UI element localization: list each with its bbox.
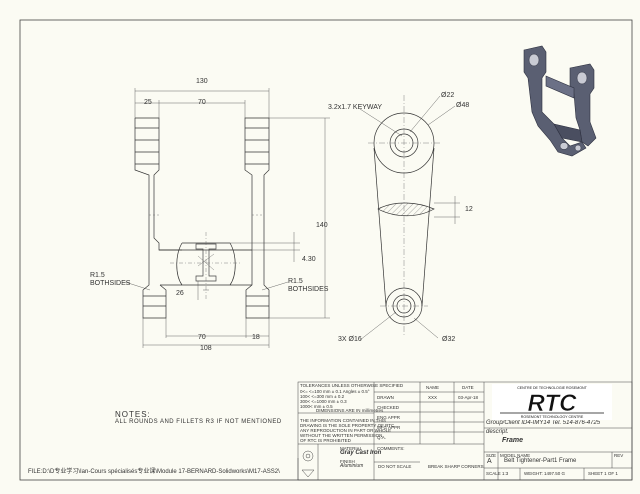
rtc-logo-top: CENTRE DE TECHNOLOGIE ROSEMONT [517,386,587,390]
front-view [134,117,270,319]
dwg-label: MODEL NAME [500,453,531,458]
proprietary-3: ANY REPRODUCTION IN PART OR WHOLE [300,428,392,433]
mfg-appr-label: MFG APPR [377,425,401,430]
rtc-logo-bottom: ROSEMONT TECHNOLOGY CENTRE [521,415,584,419]
material-icon [301,450,315,478]
tolerances-title: TOLERANCES UNLESS OTHERWISE SPECIFIED [300,383,404,388]
notes-title: NOTES: [115,410,151,419]
holes-label: 3X Ø16 [338,336,362,343]
fillet-left-label: R1.5 [90,272,105,279]
date-column: DATE [462,385,474,390]
dim-left-offset: 25 [144,99,152,106]
keyway-label: 3.2x1.7 KEYWAY [328,104,383,111]
rev-label: REV [614,453,624,458]
tolerance-2: 100< <=300 mm ± 0.2 [300,394,345,399]
size-label: SIZE [486,453,497,458]
proprietary-1: THE INFORMATION CONTAINED IN THIS [300,418,387,423]
drawn-date: 03-Apr-18 [458,395,479,400]
scale-value: SCALE 1:3 [486,471,509,476]
tolerance-4: 1000< mm ± 0.5 [300,404,333,409]
side-dimensions [359,95,460,341]
weight-value: WEIGHT: 1497.50 G [524,471,566,476]
qa-label: Q.A. [377,435,387,440]
dia22-label: Ø22 [441,92,455,99]
descript-label: descript. [486,429,509,435]
iso-model-thumbnail [523,45,597,157]
side-view [368,95,440,335]
material-value: Gray Cast Iron [340,450,382,456]
dim-slot-width: 70 [198,99,206,106]
finish-label: FINISH [340,459,355,464]
dim-bottom-18: 18 [252,334,260,341]
file-path: FILE:D:\D专业学习\Ian-Cours spécialisés专业课\M… [28,469,280,475]
dia48-label: Ø48 [456,102,470,109]
dia32-label: Ø32 [442,336,456,343]
proprietary-2: DRAWING IS THE SOLE PROPERTY OF RTC [300,423,395,428]
do-not-scale: DO NOT SCALE [378,464,412,469]
material-label: MATERIAL [340,446,363,451]
proprietary-5: OF RTC IS PROHIBITED [300,438,351,443]
break-edges: BREAK SHARP CORNERS [428,464,484,469]
title-block [297,381,633,481]
checked-label: CHECKED [377,405,400,410]
dimensions-unit: DIMENSIONS ARE IN millimetres [316,408,384,413]
dim-height: 140 [316,222,328,229]
dim-bottom-108: 108 [200,345,212,352]
descript-value: Frame [502,437,524,444]
name-column: NAME [426,385,440,390]
comments-label: COMMENTS: [377,446,405,451]
tolerance-3: 300< <=1000 mm ± 0.3 [300,399,347,404]
drawn-name: XXX [428,395,438,400]
fillet-right-bothsides: BOTHSIDES [288,286,329,293]
dwg-value: Belt Tightener-Part1 Frame [504,458,577,464]
drawn-label: DRAWN [377,395,394,400]
dim-rib: 26 [176,290,184,297]
rtc-logo: CENTRE DE TECHNOLOGIE ROSEMONT RTC ROSEM… [492,384,612,420]
size-value: A [487,458,492,465]
eng-appr-label: ENG APPR [377,415,401,420]
dim-small-height: 4.30 [302,256,316,263]
dim-bottom-70: 70 [198,334,206,341]
thickness-label: 12 [465,206,473,213]
fillet-left-bothsides: BOTHSIDES [90,280,131,287]
notes-body: ALL ROUNDS AND FILLETS R3 IF NOT MENTION… [115,419,282,425]
front-dimensions [124,88,330,348]
proprietary-4: WITHOUT THE WRITTEN PERMISSION [300,433,383,438]
fillet-right-label: R1.5 [288,278,303,285]
group-client: Group/Client ID4-IMY14 Tel. 514-876-4725 [486,420,601,426]
finish-value: Aluminium [340,463,364,469]
dim-overall-width: 130 [196,78,208,85]
sheet-value: SHEET 1 OF 1 [588,471,618,476]
tolerance-1: 0<= <=100 mm ± 0.1 Angles ± 0.5° [300,389,370,394]
